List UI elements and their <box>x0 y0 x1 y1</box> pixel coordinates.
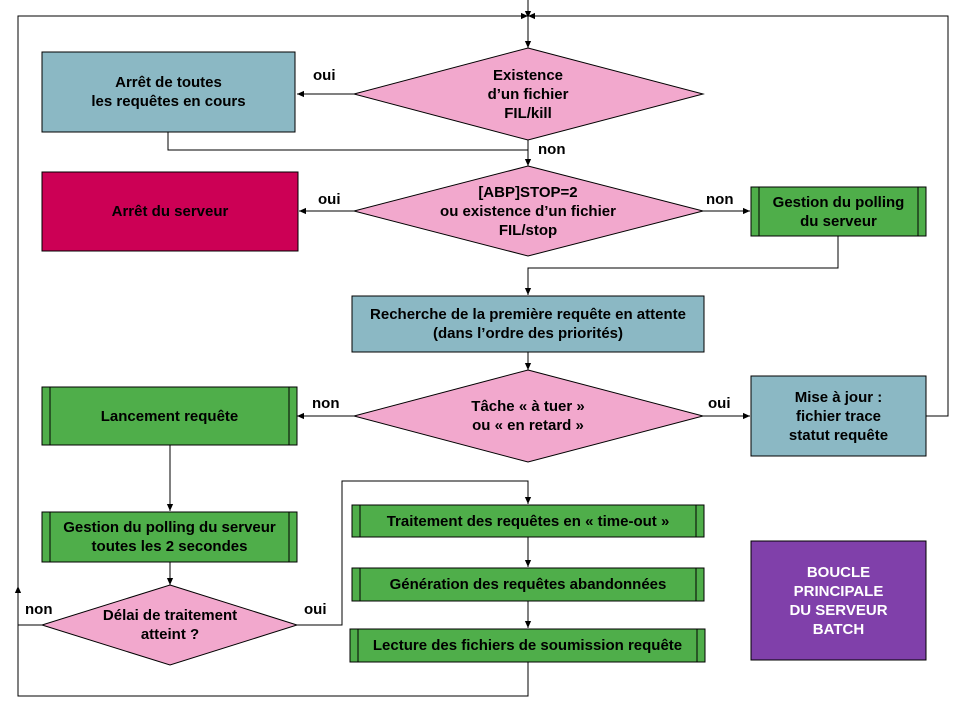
polling-top-label: Gestion du polling du serveur <box>772 193 905 230</box>
edge-label-stop-yes: oui <box>318 191 341 208</box>
edge-label-kill-yes: oui <box>313 67 336 84</box>
update-trace-box <box>750 375 927 457</box>
edge-label-stop-no: non <box>706 191 734 208</box>
polling-2s-box <box>41 511 298 563</box>
abandoned-generation-box <box>351 567 705 602</box>
launch-request-box <box>41 386 298 446</box>
submission-reading-box <box>349 628 706 663</box>
server-stop-box <box>41 171 299 252</box>
edge-label-kill-no: non <box>538 141 566 158</box>
polling-top-box <box>750 186 927 237</box>
polling-2s-label: Gestion du polling du serveur toutes les… <box>63 519 276 555</box>
title-box <box>750 540 927 661</box>
timeout-processing-box <box>351 504 705 538</box>
launch-request-label: Lancement requête <box>100 407 239 425</box>
update-trace-label: Mise à jour : fichier trace statut requê… <box>788 388 889 444</box>
submission-reading-label: Lecture des fichiers de soumission requê… <box>372 637 683 654</box>
delay-check-diamond <box>40 584 299 666</box>
task-check-label: Tâche « à tuer » ou « en retard » <box>471 398 585 434</box>
connector-polling-to-search <box>524 236 839 295</box>
stop-check-diamond <box>352 165 704 257</box>
connector-update-loop <box>528 12 949 417</box>
connector-delay-yes <box>297 480 532 626</box>
edge-label-task-yes: oui <box>708 395 731 412</box>
server-stop-label: Arrêt du serveur <box>111 203 229 220</box>
search-request-box <box>351 295 705 353</box>
connectors <box>14 0 949 697</box>
kill-check-diamond <box>352 47 705 141</box>
edge-label-delay-no: non <box>25 601 53 618</box>
stop-check-label: [ABP]STOP=2 ou existence d’un fichier FI… <box>440 183 616 239</box>
task-check-diamond <box>352 369 705 463</box>
connector-submission-loop <box>17 12 529 697</box>
search-request-label: Recherche de la première requête en atte… <box>370 306 686 342</box>
kill-check-label: Existence d’un fichier FIL/kill <box>487 66 569 122</box>
edge-label-task-no: non <box>312 395 340 412</box>
connector-stop-requests-merge <box>167 132 528 151</box>
stop-requests-label: Arrêt de toutes les requêtes en cours <box>91 74 246 110</box>
abandoned-generation-label: Génération des requêtes abandonnées <box>389 576 667 593</box>
timeout-processing-label: Traitement des requêtes en « time-out » <box>386 512 670 530</box>
stop-requests-box <box>41 51 296 133</box>
delay-check-label: Délai de traitement atteint ? <box>102 607 238 643</box>
title-box-label: BOUCLE PRINCIPALE DU SERVEUR BATCH <box>789 563 888 638</box>
edge-label-delay-yes: oui <box>304 601 327 618</box>
